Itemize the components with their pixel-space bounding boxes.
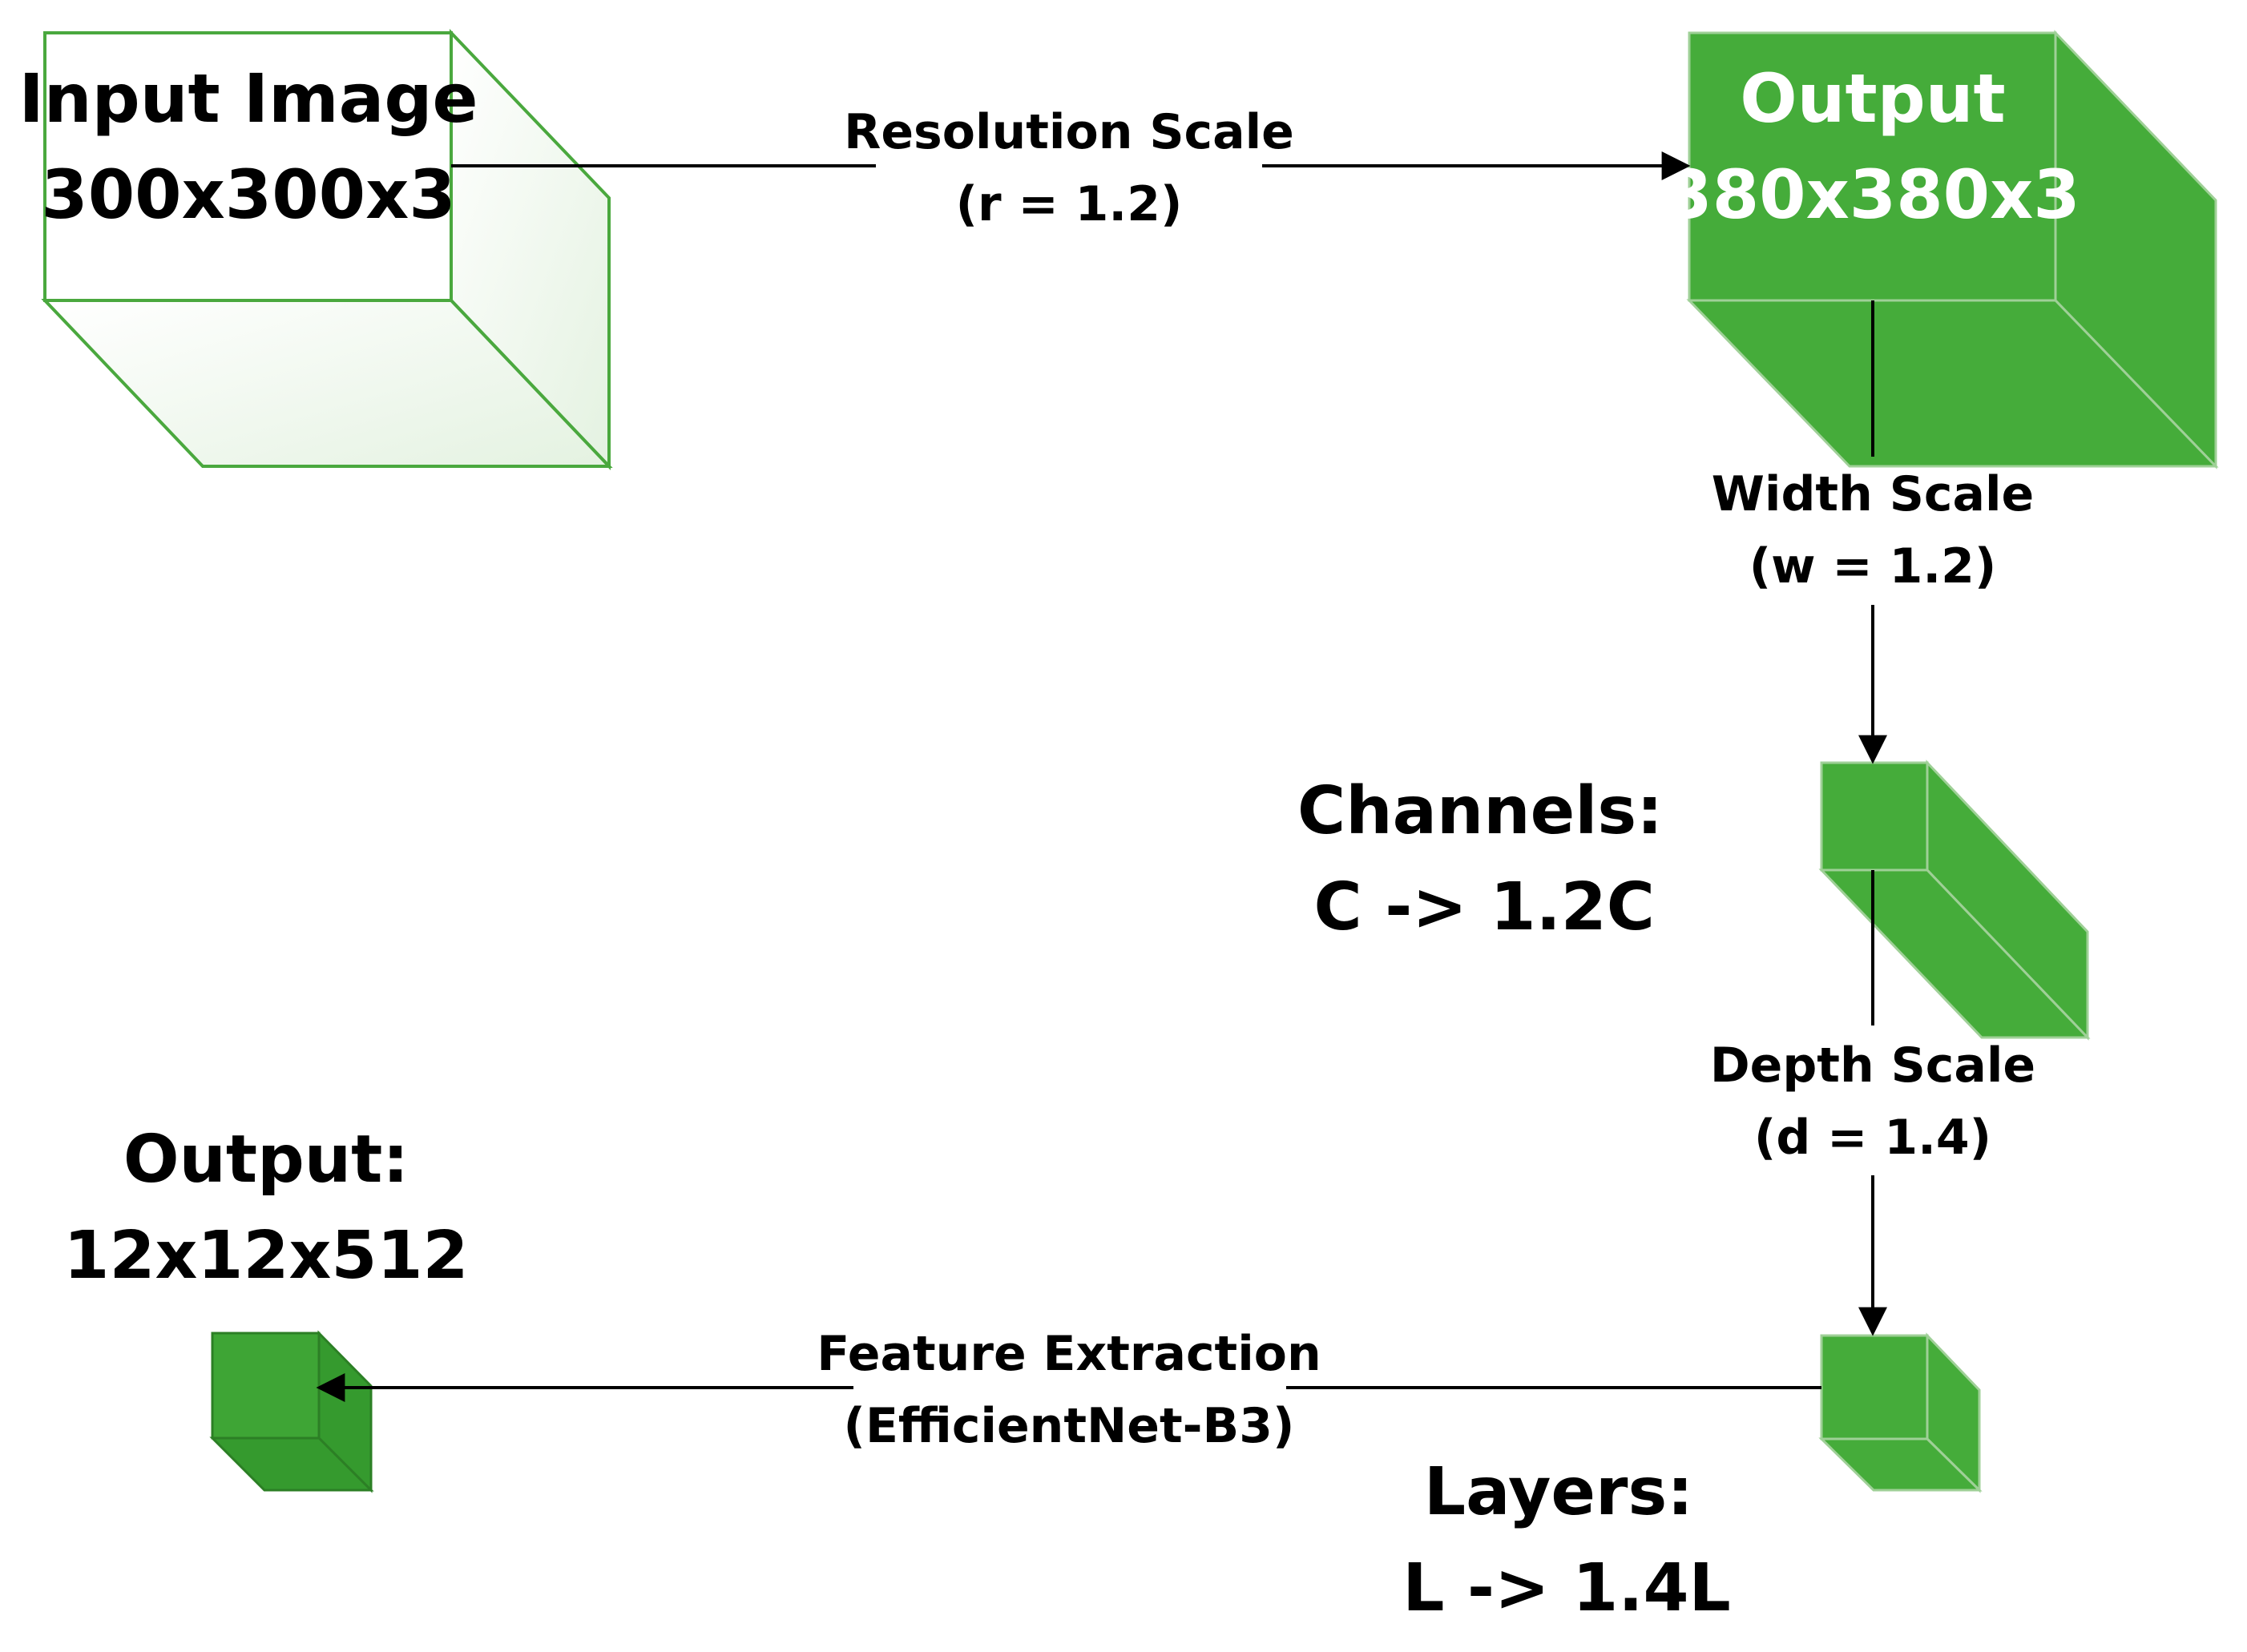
channels-formula: C -> 1.2C [1314, 869, 1655, 945]
resolution-scale-label: Resolution Scale [844, 104, 1294, 160]
input-image-cube: Input Image 300x300x3 [19, 29, 613, 471]
input-image-title: Input Image [19, 59, 478, 138]
depth-scale-value: (d = 1.4) [1754, 1110, 1991, 1166]
channels-title: Channels: [1297, 773, 1663, 849]
input-image-dims: 300x300x3 [41, 155, 456, 234]
width-scale-value: (w = 1.2) [1749, 538, 1997, 594]
channels-cube [1818, 760, 2091, 1041]
final-output-dims: 12x12x512 [63, 1218, 468, 1294]
layers-cube [1818, 1332, 1983, 1493]
connectors [316, 151, 1887, 1402]
depth-scale-label: Depth Scale [1710, 1038, 2035, 1094]
final-output-cube [209, 1330, 374, 1493]
layers-title: Layers: [1424, 1454, 1693, 1530]
final-output-title: Output: [123, 1122, 409, 1198]
feature-extraction-value: (EfficientNet-B3) [844, 1398, 1295, 1454]
width-scale-label: Width Scale [1712, 466, 2035, 522]
output-dims: 380x380x3 [1665, 155, 2080, 234]
feature-extraction-label: Feature Extraction [817, 1326, 1321, 1382]
layers-formula: L -> 1.4L [1402, 1550, 1731, 1626]
resolution-scale-value: (r = 1.2) [956, 176, 1183, 232]
output-cube: Output 380x380x3 [1665, 30, 2219, 469]
output-title: Output [1740, 59, 2005, 138]
